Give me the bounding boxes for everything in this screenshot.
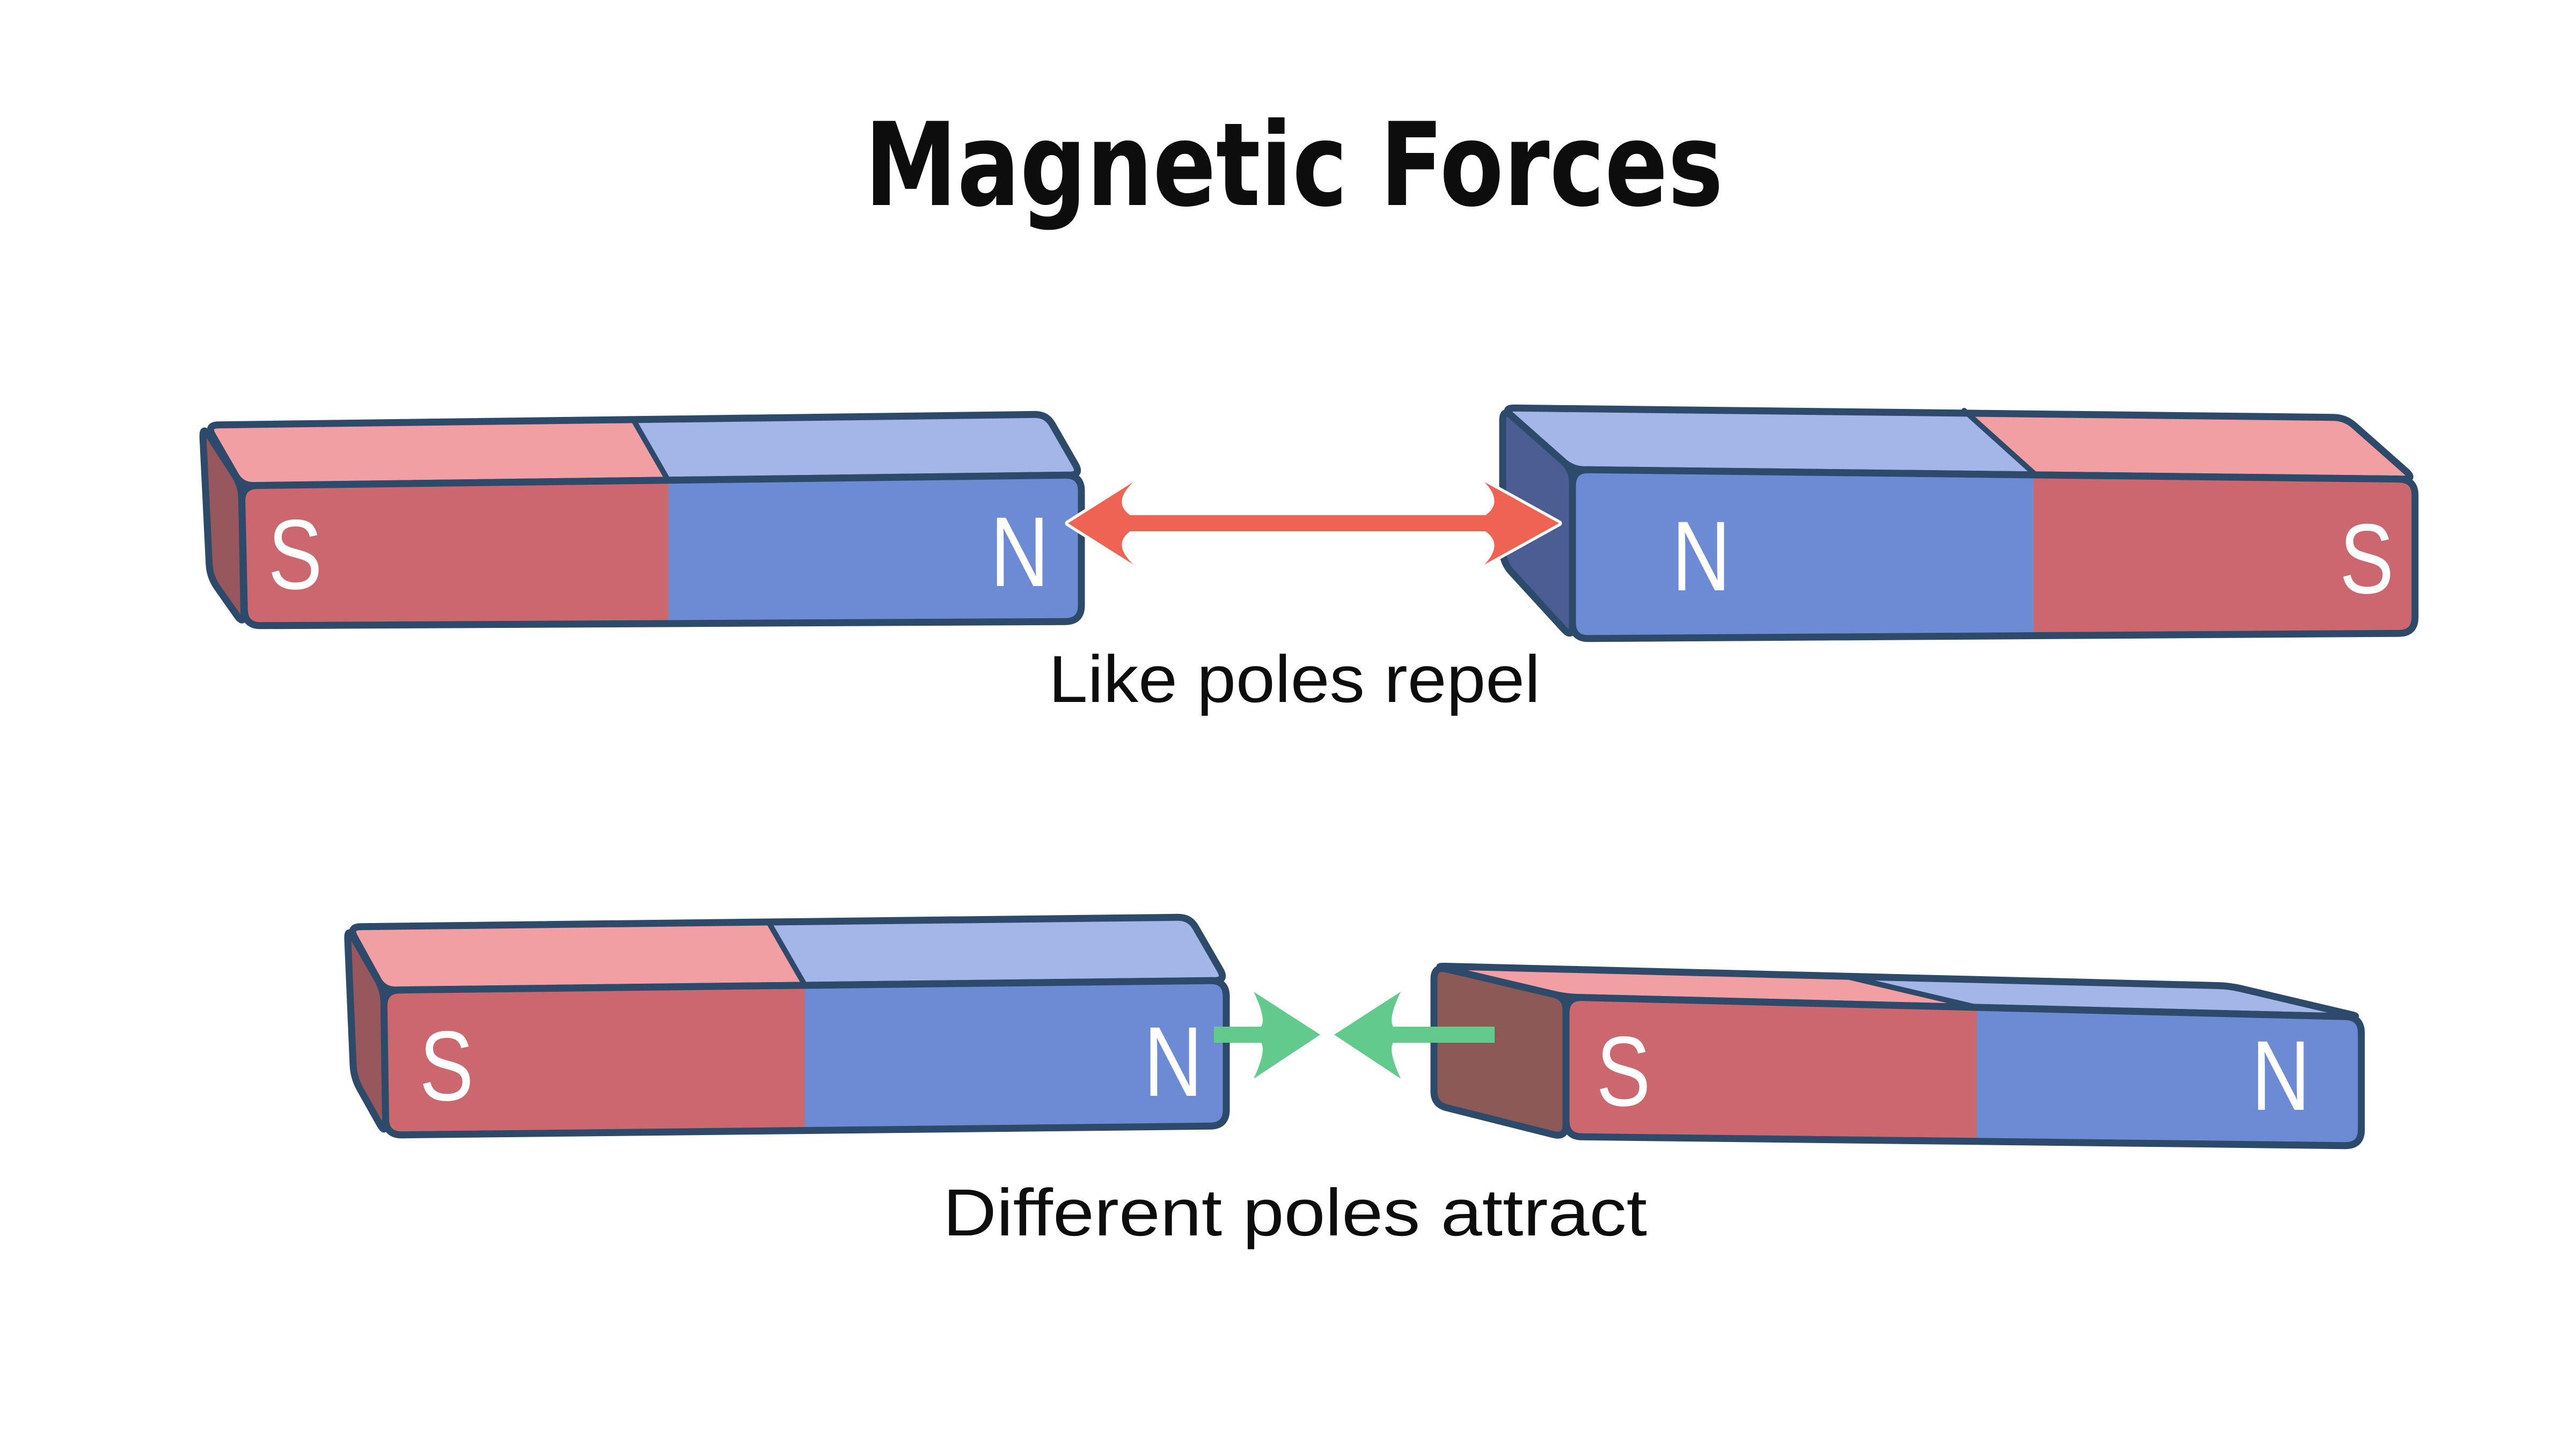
magnet-bottom-left-front-outline	[380, 977, 1230, 1139]
repel-arrow	[1065, 479, 1562, 568]
magnet-top-right-front-face-s	[2034, 473, 2415, 636]
page-title: Magnetic Forces	[865, 98, 1723, 232]
magnet-bottom-right-front-face-n	[1977, 1007, 2361, 1146]
pole-label-south-top-right: S	[2339, 503, 2394, 614]
magnet-top-left-front-outline	[238, 471, 1085, 630]
pole-label-north-bottom-left: N	[1144, 1006, 1203, 1117]
attract-arrow-left	[1214, 992, 1320, 1079]
caption-attract: Different poles attract	[943, 1176, 1647, 1250]
pole-label-south-bottom-right: S	[1596, 1016, 1650, 1127]
magnet-top-right-top-face-s	[1964, 411, 2410, 479]
magnet-bottom-left-front-face-n	[805, 980, 1226, 1131]
magnet-bottom-right: S N	[1430, 962, 2365, 1150]
magnet-top-left-front-face-n	[668, 475, 1081, 624]
magnet-top-right-front-outline	[1569, 466, 2419, 642]
magnet-top-right: N S	[1499, 404, 2419, 642]
pole-label-south-top-left: S	[268, 499, 322, 610]
magnet-top-right-top-split-line	[1962, 408, 2037, 476]
magnet-bottom-right-top-split-line	[1842, 974, 1980, 1010]
pole-label-south-bottom-left: S	[419, 1011, 473, 1122]
magnet-bottom-left: S N	[344, 913, 1230, 1139]
magnet-bottom-right-front-outline	[1562, 994, 2365, 1150]
caption-repel: Like poles repel	[1049, 642, 1540, 716]
magnet-top-left-top-split-line	[631, 417, 671, 483]
magnet-bottom-left-top-split-line	[766, 919, 808, 988]
magnet-bottom-left-top-face-n	[769, 917, 1223, 985]
pole-label-north-top-right: N	[1672, 501, 1731, 612]
pole-label-north-top-left: N	[990, 496, 1049, 608]
pole-label-north-bottom-right: N	[2251, 1020, 2310, 1131]
magnet-top-left-top-face-n	[633, 414, 1078, 480]
magnet-top-left: S N	[199, 411, 1085, 630]
attract-arrow-right	[1334, 992, 1495, 1079]
